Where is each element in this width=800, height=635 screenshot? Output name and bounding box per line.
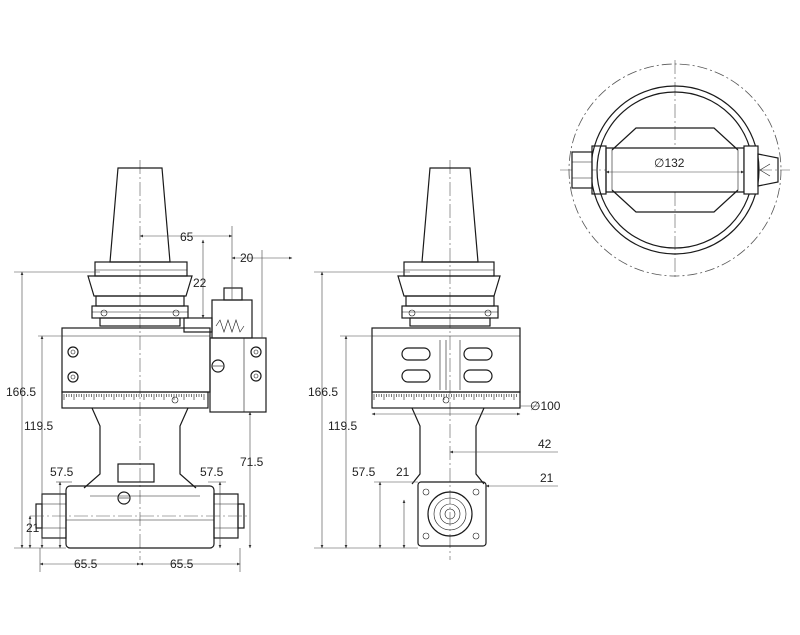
dim-119-mid: 119.5 <box>328 419 357 433</box>
scale-ticks <box>63 394 205 400</box>
dim-71: 71.5 <box>240 455 264 469</box>
dim-21-right: 21 <box>540 471 554 485</box>
dim-166-left: 166.5 <box>6 385 36 399</box>
dim-65-bottom-right: 65.5 <box>170 557 194 571</box>
side-view <box>371 160 521 560</box>
dim-119-left: 119.5 <box>24 419 53 433</box>
side-dimensions <box>314 271 558 549</box>
side-scale-ticks <box>373 394 517 400</box>
top-view <box>560 60 790 280</box>
dim-22: 22 <box>193 276 207 290</box>
dim-57-left: 57.5 <box>50 465 74 479</box>
dim-20: 20 <box>240 251 254 265</box>
dim-57-right: 57.5 <box>200 465 224 479</box>
dim-166-mid: 166.5 <box>308 385 338 399</box>
dim-57-mid: 57.5 <box>352 465 376 479</box>
dim-d100: ∅100 <box>530 399 561 413</box>
dim-65-top: 65 <box>180 230 194 244</box>
dim-65-bottom-left: 65.5 <box>74 557 98 571</box>
dim-21-mid: 21 <box>396 465 410 479</box>
dim-21-left: 21 <box>26 521 40 535</box>
dim-d132: ∅132 <box>654 156 685 170</box>
front-dimensions <box>14 226 293 572</box>
dim-42: 42 <box>538 437 552 451</box>
front-view <box>30 160 267 560</box>
